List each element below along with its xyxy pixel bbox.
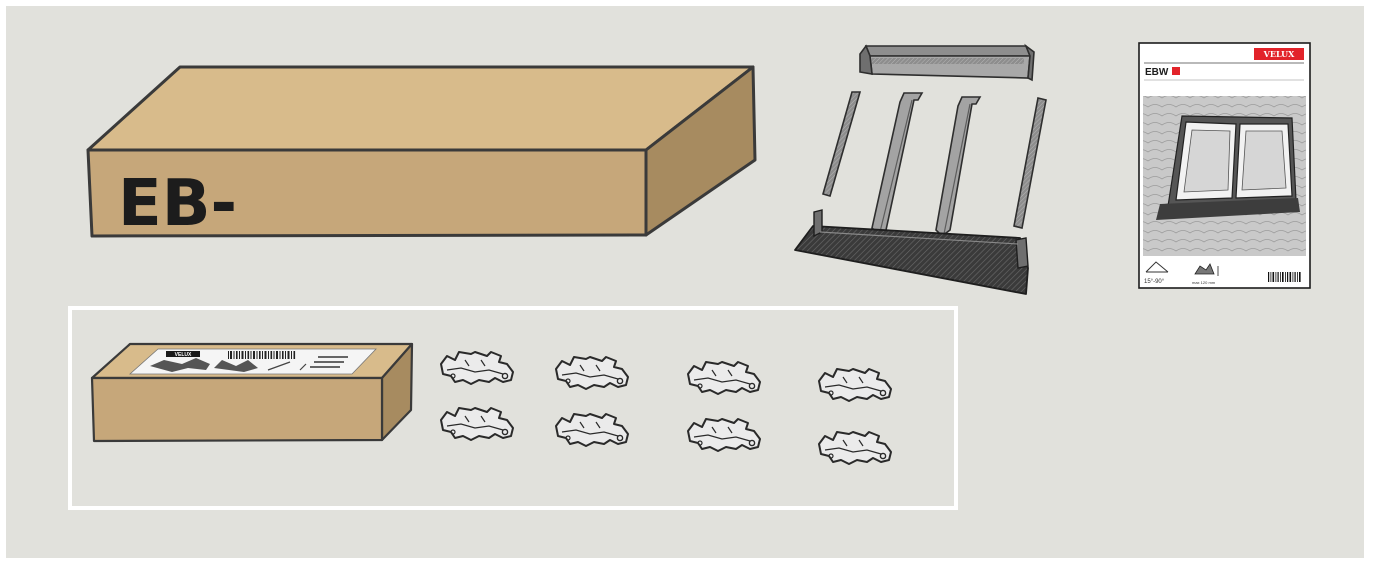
brand-logo-bar — [1254, 48, 1304, 60]
centre-flashing-left — [871, 92, 924, 235]
clip — [687, 361, 761, 395]
box-label: EB- — [118, 167, 237, 241]
clip — [818, 368, 892, 402]
clip — [687, 418, 761, 452]
clip — [818, 431, 892, 465]
small-box-brand: VELUX — [175, 352, 192, 358]
top-flashing — [859, 43, 1035, 82]
left-side-flashing — [822, 91, 862, 197]
barcode — [1268, 272, 1301, 282]
clip — [440, 351, 514, 385]
flashing-kit — [794, 43, 1047, 295]
profile-note: max 120 mm — [1192, 280, 1216, 285]
large-cardboard-box: EB- — [86, 65, 757, 241]
brand-logo: VELUX — [1263, 49, 1295, 59]
clip — [555, 413, 629, 447]
clip — [555, 356, 629, 390]
right-side-flashing — [1013, 97, 1047, 229]
pitch-icon — [1145, 261, 1169, 273]
accessories-frame — [68, 306, 958, 510]
roof-profile-icon — [1194, 263, 1219, 276]
clip — [440, 407, 514, 441]
manual-window-picture — [1143, 96, 1306, 256]
installation-manual: VELUX EBW 15°-90° max 120 mm — [1138, 42, 1311, 289]
bottom-apron-flashing — [794, 209, 1029, 295]
small-box-barcode — [228, 351, 296, 359]
model-color-square — [1172, 67, 1180, 75]
small-cardboard-box: VELUX — [90, 342, 414, 443]
manual-model: EBW — [1145, 67, 1169, 78]
small-box-label: VELUX — [128, 348, 377, 375]
centre-flashing-right — [935, 96, 982, 238]
pitch-range: 15°-90° — [1144, 279, 1165, 285]
